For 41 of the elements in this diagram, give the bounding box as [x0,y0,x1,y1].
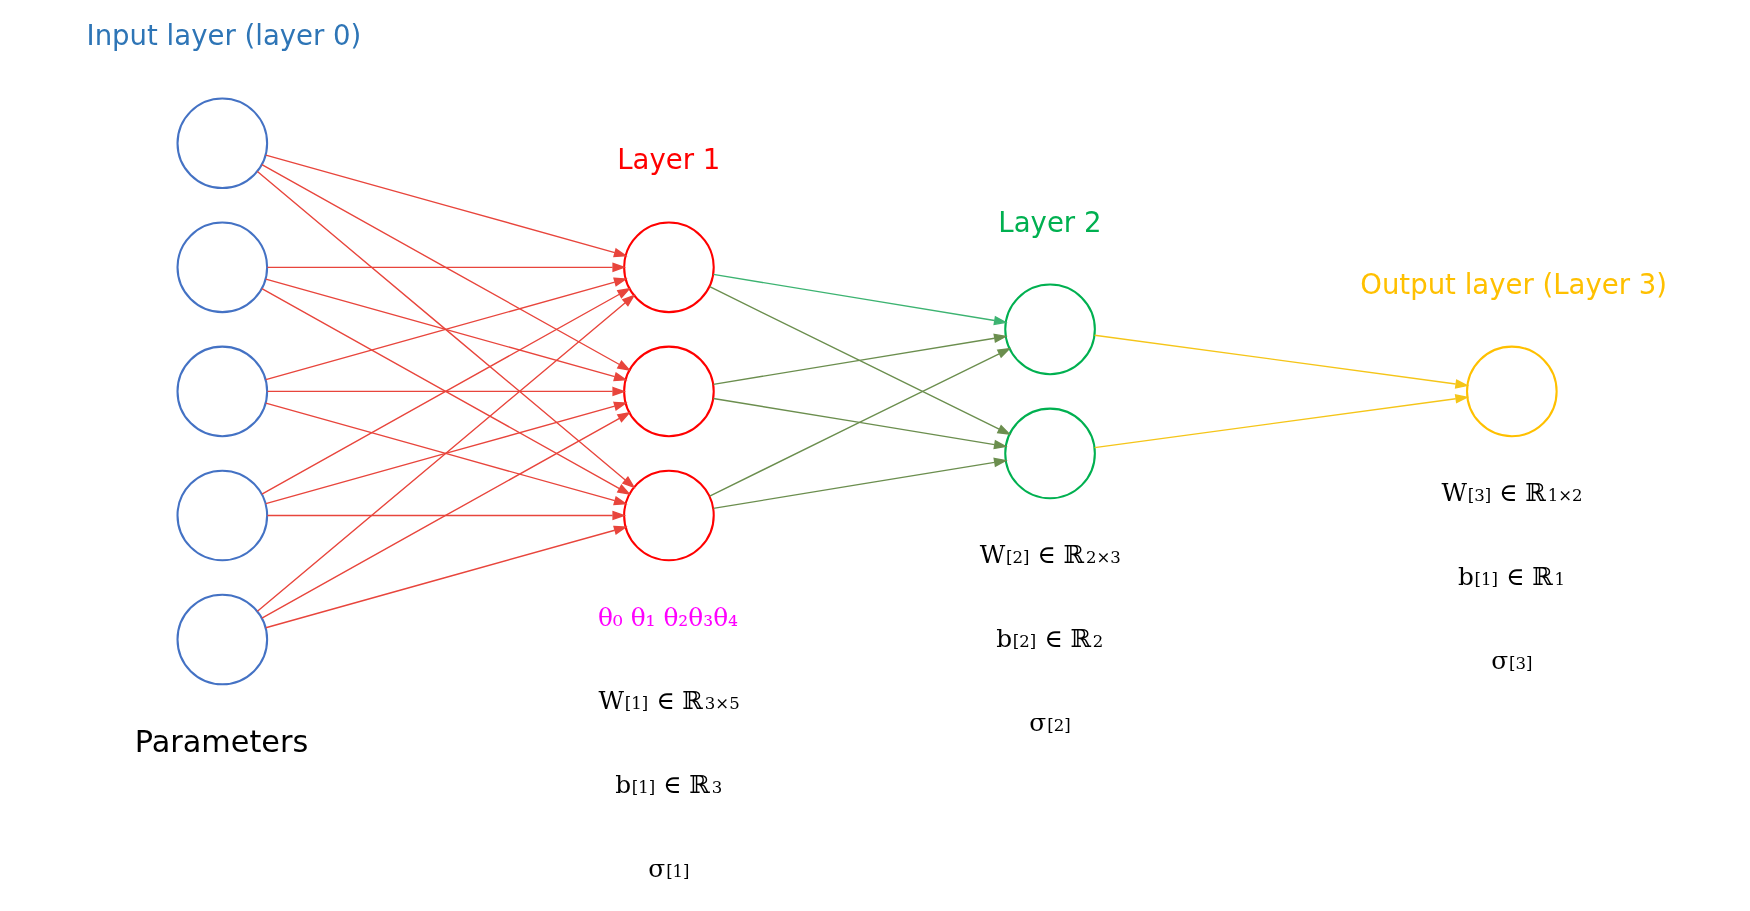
arrow [261,163,632,372]
label: Layer 2 [998,205,1102,238]
arrow [1093,394,1470,449]
label: W[1] ∈ ℝ3×5 [598,685,740,715]
node-circle [176,469,269,562]
label: Parameters [134,724,309,759]
arrow [712,457,1008,510]
node-circle [176,593,269,686]
label: Layer 1 [617,143,721,176]
arrow [266,386,627,397]
node-circle [176,345,269,438]
arrow [1093,334,1470,389]
label: W[3] ∈ ℝ1×2 [1441,477,1583,507]
label: σ[2] [1029,708,1071,738]
label: Input layer (layer 0) [86,19,362,52]
label: σ[1] [648,854,690,884]
node-circle [1466,345,1558,438]
label: b[1] ∈ ℝ3 [615,770,723,800]
node-circle [176,221,269,314]
arrow [712,397,1008,450]
label: σ[3] [1491,646,1533,676]
arrow [265,525,628,629]
arrow [256,294,636,612]
arrow [709,347,1012,497]
label: θ₀ θ₁ θ₂θ₃θ₄ [597,603,739,633]
arrow [265,154,628,258]
arrow [261,411,632,619]
label: b[2] ∈ ℝ2 [996,623,1104,653]
node-circle [1004,407,1096,500]
arrow [266,510,627,521]
node-circle [1004,283,1096,376]
arrow [712,273,1008,326]
arrow [709,286,1012,435]
label: W[2] ∈ ℝ2×3 [979,539,1121,569]
node-circle [623,345,715,438]
node-circle [176,97,269,190]
arrow [712,333,1008,386]
arrow [256,170,636,489]
label: Output layer (Layer 3) [1360,267,1668,300]
arrow [266,262,627,273]
label: b[1] ∈ ℝ1 [1458,561,1566,591]
